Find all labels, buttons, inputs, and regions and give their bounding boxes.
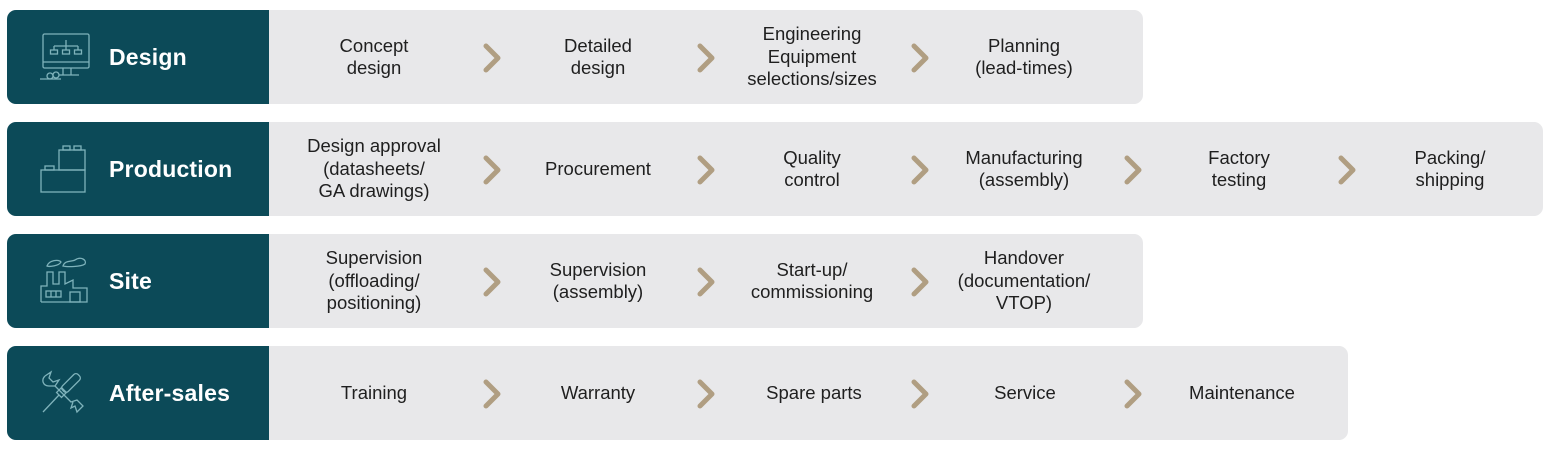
chevron-right-icon xyxy=(483,155,501,185)
monitor-flowchart-icon xyxy=(40,33,90,80)
chevron-right-icon xyxy=(483,379,501,409)
chevron-right-icon xyxy=(911,379,929,409)
chevron-right-icon xyxy=(911,43,929,73)
step-quality-control: Quality control xyxy=(783,146,841,191)
step-warranty: Warranty xyxy=(560,381,636,403)
phase-title-design: Design xyxy=(109,43,187,70)
phase-steps-site: Supervision (offloading/ positioning) Su… xyxy=(269,234,1143,328)
chevron-right-icon xyxy=(697,379,715,409)
phase-row-design: Design Concept design Detailed design En… xyxy=(7,10,1143,104)
phase-row-site: Site Supervision (offloading/ positionin… xyxy=(7,234,1143,328)
phase-steps-after-sales: Training Warranty Spare parts Service Ma… xyxy=(269,346,1348,440)
phase-header-after-sales: After-sales xyxy=(7,346,269,440)
phase-title-after-sales: After-sales xyxy=(109,379,231,406)
wrench-screwdriver-icon xyxy=(42,370,84,414)
step-procurement: Procurement xyxy=(545,157,651,179)
step-supervision-offloading: Supervision (offloading/ positioning) xyxy=(325,247,423,314)
chevron-right-icon xyxy=(1124,379,1142,409)
step-training: Training xyxy=(340,381,408,403)
step-factory-testing: Factory testing xyxy=(1208,146,1270,191)
step-detailed-design: Detailed design xyxy=(564,34,632,79)
chevron-right-icon xyxy=(697,267,715,297)
step-spare-parts: Spare parts xyxy=(766,381,862,403)
phase-row-production: Production Design approval (datasheets/ … xyxy=(7,122,1543,216)
step-concept-design: Concept design xyxy=(339,34,409,79)
chevron-right-icon xyxy=(1338,155,1356,185)
step-manufacturing: Manufacturing (assembly) xyxy=(965,146,1083,191)
chevron-right-icon xyxy=(697,155,715,185)
phase-steps-production: Design approval (datasheets/ GA drawings… xyxy=(269,122,1543,216)
step-maintenance: Maintenance xyxy=(1189,381,1295,403)
step-engineering-equipment: Engineering Equipment selections/sizes xyxy=(747,23,877,90)
step-startup-commissioning: Start-up/ commissioning xyxy=(750,258,874,303)
step-supervision-assembly: Supervision (assembly) xyxy=(549,258,647,303)
step-packing-shipping: Packing/ shipping xyxy=(1414,146,1486,191)
phase-title-production: Production xyxy=(109,155,233,182)
phase-header-production: Production xyxy=(7,122,269,216)
step-design-approval: Design approval (datasheets/ GA drawings… xyxy=(307,135,441,202)
phase-row-after-sales: After-sales Training Warranty Spare part… xyxy=(7,346,1348,440)
chevron-right-icon xyxy=(1124,155,1142,185)
chevron-right-icon xyxy=(911,267,929,297)
step-service: Service xyxy=(994,381,1056,403)
chevron-right-icon xyxy=(483,267,501,297)
factory-icon xyxy=(40,257,88,303)
step-handover: Handover (documentation/ VTOP) xyxy=(957,247,1091,314)
phase-steps-design: Concept design Detailed design Engineeri… xyxy=(269,10,1143,104)
phase-title-site: Site xyxy=(109,267,152,294)
phase-header-site: Site xyxy=(7,234,269,328)
chevron-right-icon xyxy=(483,43,501,73)
chevron-right-icon xyxy=(911,155,929,185)
phase-header-design: Design xyxy=(7,10,269,104)
chevron-right-icon xyxy=(697,43,715,73)
step-planning: Planning (lead-times) xyxy=(975,34,1073,79)
building-blocks-icon xyxy=(40,145,86,193)
